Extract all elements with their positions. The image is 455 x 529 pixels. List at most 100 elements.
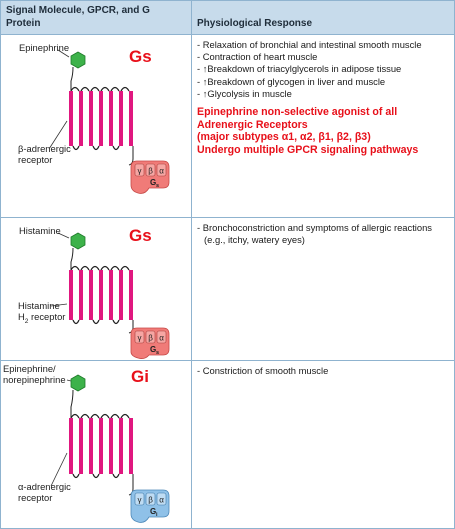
diagram-histamine: Histamine Gs Histamine H2 receptor bbox=[1, 218, 191, 360]
beta-subunit bbox=[145, 163, 156, 177]
diagram-alpha-adrenergic: Epinephrine/ norepinephrine Gi α-adrener… bbox=[1, 361, 191, 529]
ligand-hexagon bbox=[70, 232, 86, 250]
ligand-label: Histamine bbox=[19, 225, 61, 236]
beta-subunit bbox=[145, 330, 156, 344]
receptor-label-line1: α-adrenergic bbox=[18, 481, 71, 492]
receptor-label-line2: receptor bbox=[18, 154, 53, 165]
gamma-subunit bbox=[134, 163, 145, 177]
response-item: - Constriction of smooth muscle bbox=[197, 365, 329, 376]
ligand-label-line2: norepinephrine bbox=[3, 374, 66, 385]
helix-5 bbox=[109, 418, 113, 474]
response-item: - ↑Breakdown of glycogen in liver and mu… bbox=[197, 75, 386, 87]
gamma-label: γ bbox=[138, 496, 142, 505]
beta-label: β bbox=[148, 167, 153, 176]
intracellular-loops bbox=[72, 473, 120, 479]
g-protein-type-label: Gi bbox=[131, 367, 149, 386]
alpha-label: α bbox=[159, 496, 164, 505]
receptor-label-line1: β-adrenergic bbox=[18, 143, 71, 154]
row-alpha-adrenergic: Epinephrine/ norepinephrine Gi α-adrener… bbox=[1, 361, 454, 529]
responses-alpha-adrenergic: - Constriction of smooth muscle bbox=[197, 365, 451, 377]
note-line: Adrenergic Receptors bbox=[197, 118, 308, 131]
receptor-label-line1: Histamine bbox=[18, 300, 60, 311]
alpha-label: α bbox=[159, 334, 164, 343]
n-terminus-line bbox=[70, 389, 74, 418]
row-histamine: Histamine Gs Histamine H2 receptor bbox=[1, 218, 454, 360]
responses-histamine: - Bronchoconstriction and symptoms of al… bbox=[197, 222, 451, 246]
helix-6 bbox=[119, 418, 123, 474]
note-line: Undergo multiple GPCR signaling pathways bbox=[197, 143, 419, 156]
gpcr-diagram-svg: γ β α G s bbox=[50, 232, 170, 359]
intracellular-loops bbox=[72, 145, 120, 151]
gamma-subunit bbox=[134, 492, 145, 506]
receptor-helices bbox=[69, 418, 133, 474]
row-divider bbox=[1, 360, 454, 361]
response-item: (e.g., itchy, watery eyes) bbox=[204, 234, 305, 246]
g-protein-letter: G bbox=[150, 345, 156, 354]
note-line: (major subtypes α1, α2, β1, β2, β3) bbox=[197, 131, 371, 144]
beta-label: β bbox=[148, 334, 153, 343]
column-divider bbox=[191, 1, 192, 528]
row-divider bbox=[1, 217, 454, 218]
row-beta-adrenergic: Epinephrine Gs β-adrenergic receptor bbox=[1, 35, 454, 217]
helix-7 bbox=[129, 91, 133, 146]
helix-1 bbox=[69, 270, 73, 320]
receptor-pointer bbox=[50, 303, 68, 307]
response-item: - ↑Glycolysis in muscle bbox=[197, 87, 292, 99]
g-protein-type-label: Gs bbox=[129, 47, 152, 66]
helix-2 bbox=[79, 270, 83, 320]
helix-4 bbox=[99, 418, 103, 474]
g-protein-subscript: s bbox=[156, 350, 159, 356]
ligand-pointer bbox=[57, 232, 70, 239]
gpcr-diagram-svg: γ β α G i bbox=[50, 374, 170, 523]
ligand-pointer bbox=[66, 379, 72, 382]
n-terminus-line bbox=[70, 247, 74, 270]
g-protein-letter: G bbox=[150, 507, 156, 516]
receptor-helices bbox=[69, 91, 133, 146]
g-protein-subscript: i bbox=[156, 512, 158, 518]
response-item: - Relaxation of bronchial and intestinal… bbox=[197, 39, 422, 50]
extracellular-loops bbox=[70, 265, 130, 271]
ligand-label-line1: Epinephrine/ bbox=[3, 363, 56, 374]
note-line: Epinephrine non-selective agonist of all bbox=[197, 106, 398, 119]
extracellular-loops bbox=[70, 413, 130, 419]
helix-3 bbox=[89, 270, 93, 320]
helix-3 bbox=[89, 418, 93, 474]
response-item: - Bronchoconstriction and symptoms of al… bbox=[197, 222, 432, 233]
helix-2 bbox=[79, 91, 83, 146]
n-terminus-line bbox=[70, 66, 74, 91]
ligand-label: Epinephrine bbox=[19, 42, 70, 53]
receptor-pointer bbox=[50, 452, 68, 487]
helix-7 bbox=[129, 270, 133, 320]
helix-5 bbox=[109, 91, 113, 146]
g-protein-type-label: Gs bbox=[129, 226, 152, 245]
helix-4 bbox=[99, 270, 103, 320]
epinephrine-note: Epinephrine non-selective agonist of all… bbox=[197, 106, 451, 156]
helix-6 bbox=[119, 91, 123, 146]
gamma-label: γ bbox=[138, 334, 142, 343]
g-protein-gs: γ β α G s bbox=[130, 160, 170, 194]
alpha-label: α bbox=[159, 167, 164, 176]
intracellular-loops bbox=[72, 319, 120, 325]
receptor-helices bbox=[69, 270, 133, 320]
receptor-label-line2: H2 receptor bbox=[18, 311, 66, 325]
ligand-hexagon bbox=[70, 374, 86, 392]
helix-3 bbox=[89, 91, 93, 146]
helix-4 bbox=[99, 91, 103, 146]
table-header: Signal Molecule, GPCR, and G Protein Phy… bbox=[1, 1, 454, 35]
helix-1 bbox=[69, 418, 73, 474]
beta-subunit bbox=[145, 492, 156, 506]
helix-1 bbox=[69, 91, 73, 146]
receptor-pointer bbox=[48, 120, 68, 150]
gamma-subunit bbox=[134, 330, 145, 344]
g-protein-subscript: s bbox=[156, 183, 159, 189]
alpha-subunit bbox=[156, 492, 167, 506]
header-physiological-response: Physiological Response bbox=[197, 18, 313, 29]
helix-2 bbox=[79, 418, 83, 474]
responses-beta-adrenergic: - Relaxation of bronchial and intestinal… bbox=[197, 39, 451, 156]
alpha-subunit bbox=[156, 330, 167, 344]
diagram-beta-adrenergic: Epinephrine Gs β-adrenergic receptor bbox=[1, 35, 191, 217]
g-protein-gi: γ β α G i bbox=[130, 489, 170, 523]
gpcr-diagram-svg: γ β α G s bbox=[48, 49, 170, 194]
ligand-pointer bbox=[57, 49, 70, 58]
